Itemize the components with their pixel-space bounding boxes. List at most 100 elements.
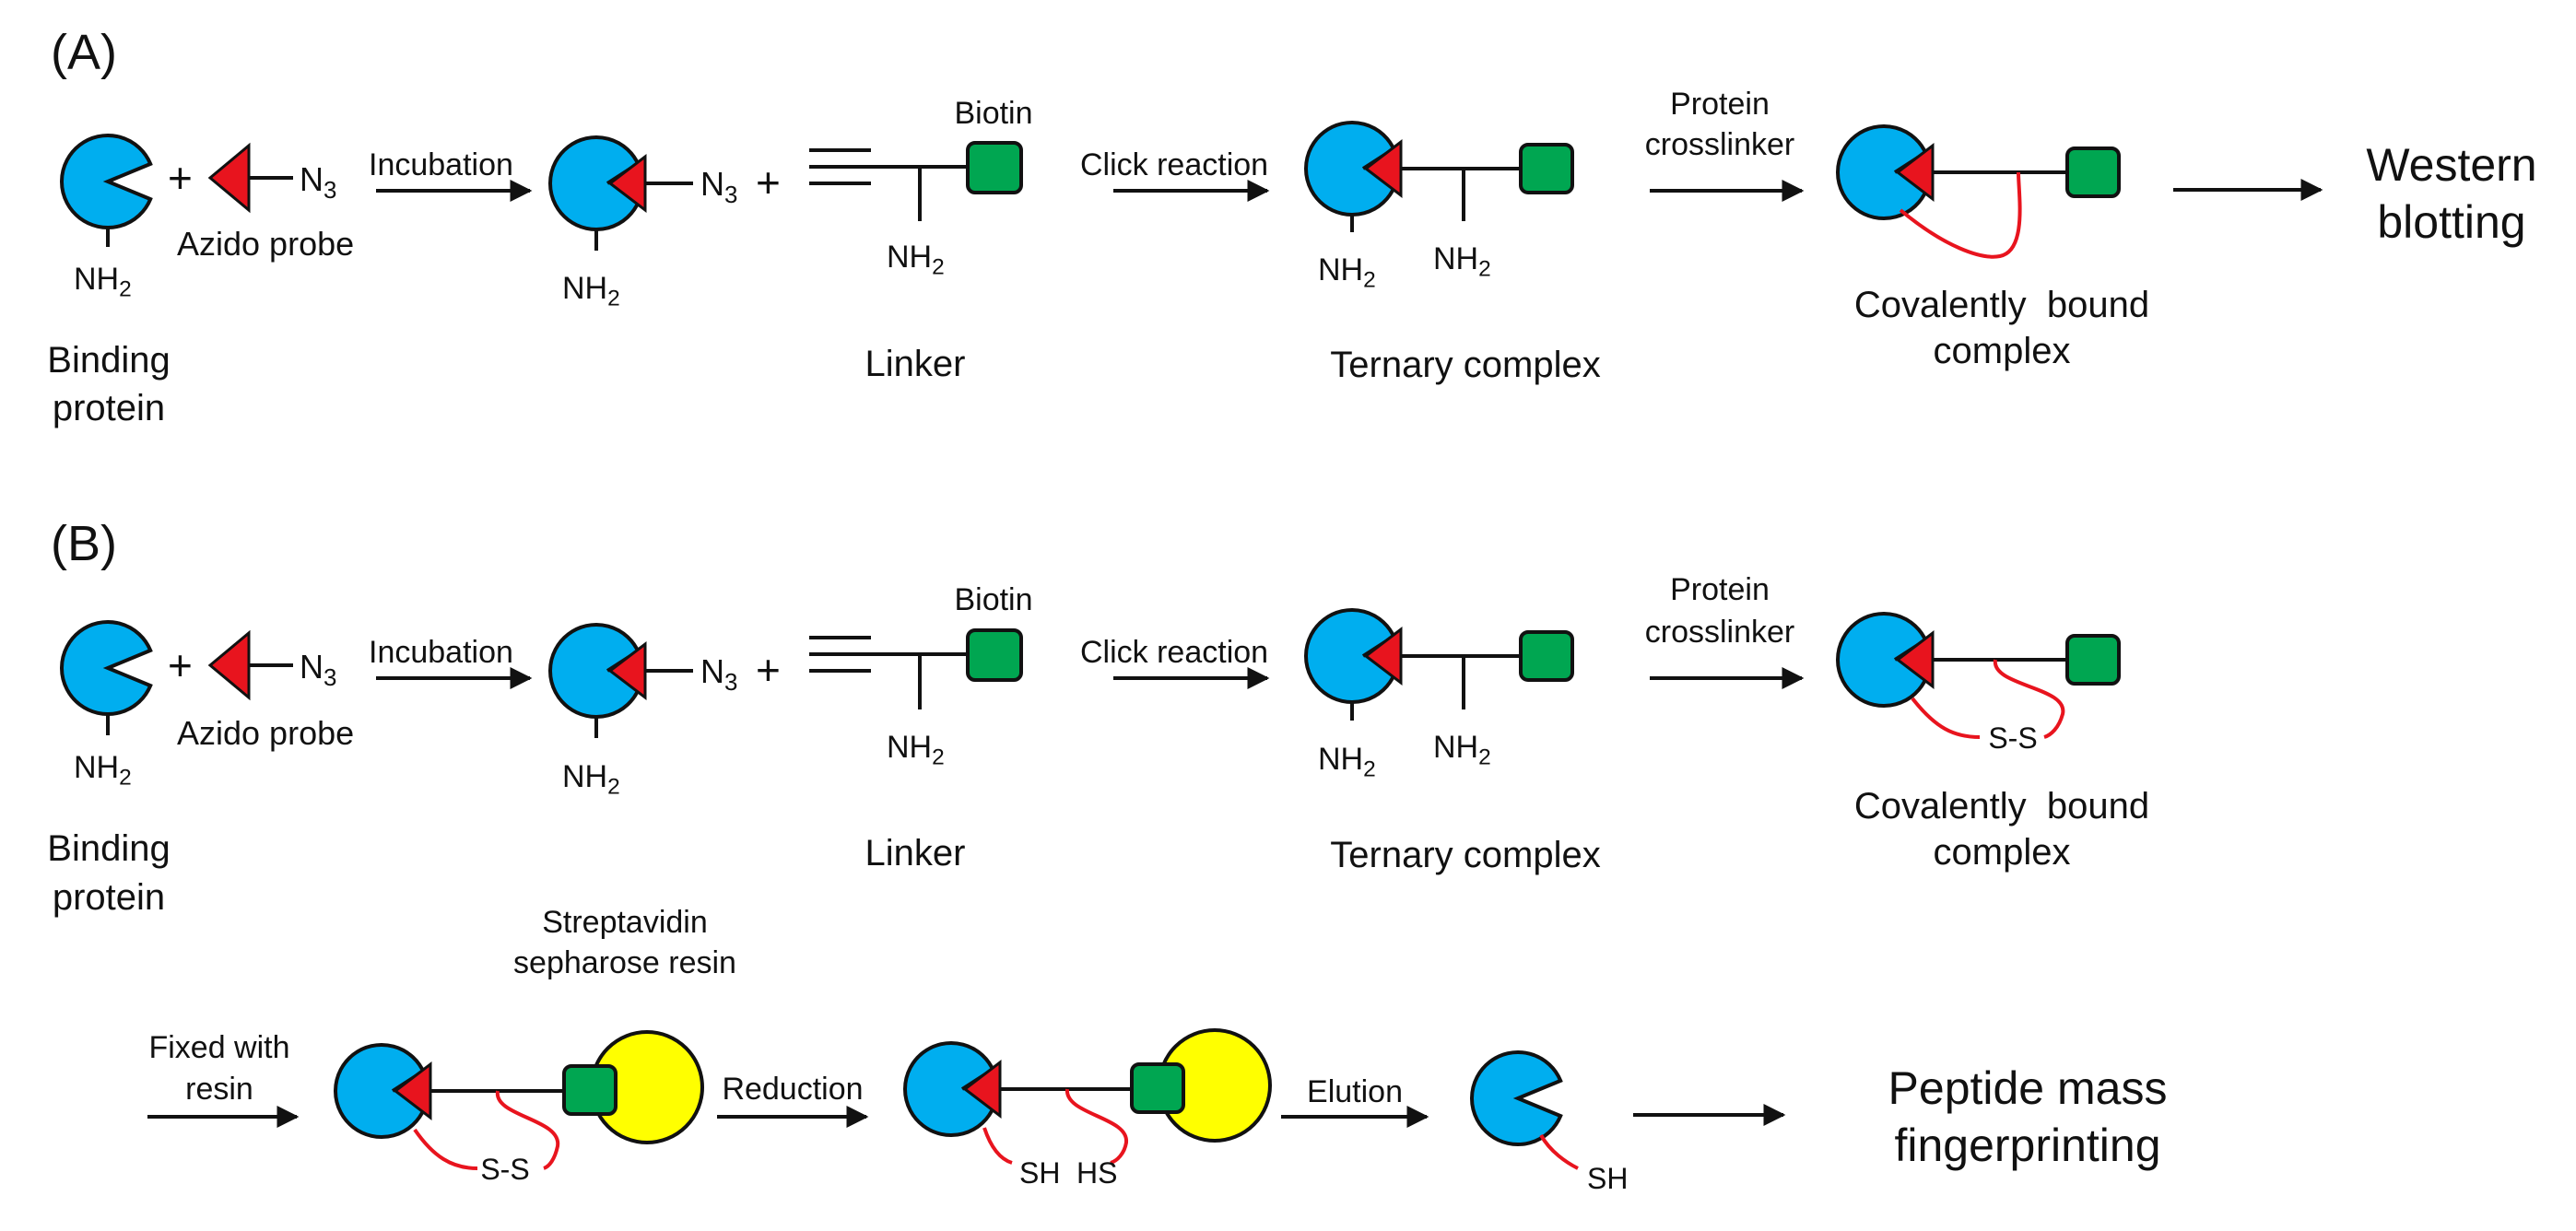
panel-b-purification: Fixed with resin Streptavidin sepharose …: [147, 905, 2167, 1195]
binding-protein-label-line2: protein: [53, 877, 165, 918]
linker: NH2 Biotin Linker: [809, 96, 1033, 384]
azide-label: N3: [300, 160, 336, 204]
binding-protein-shape: [59, 134, 153, 229]
eluted-protein: SH: [1469, 1050, 1628, 1195]
elution-label: Elution: [1307, 1074, 1403, 1109]
crosslink-right-arm: [495, 1090, 560, 1170]
click-reaction-label: Click reaction: [1080, 147, 1268, 182]
reduction-label: Reduction: [722, 1072, 863, 1107]
biotin-square: [1519, 143, 1574, 194]
binding-protein-shape: [59, 620, 153, 716]
disulfide-label: S-S: [1988, 721, 2037, 755]
ternary-complex: NH2 NH2 Ternary complex: [1303, 121, 1601, 385]
binding-protein-label-line1: Binding: [47, 828, 170, 869]
panel-a-label: (A): [51, 25, 117, 80]
probe-triangle: [207, 142, 251, 214]
crosslinker-label-line2: crosslinker: [1645, 127, 1794, 162]
reduced-complex: SH HS: [902, 1028, 1272, 1190]
biotin-square: [1130, 1062, 1185, 1114]
streptavidin-resin-label-line1: Streptavidin: [542, 905, 708, 940]
biotin-square: [966, 628, 1023, 682]
crosslink-left-arm: [413, 1128, 478, 1170]
western-blotting-label-line1: Western: [2366, 139, 2536, 191]
azido-probe: N3 Azido probe: [177, 629, 354, 752]
biotin-square: [1519, 630, 1574, 682]
amine-label: NH2: [74, 262, 132, 301]
resin-bound-complex: Streptavidin sepharose resin S-S: [333, 905, 736, 1186]
plus-sign: +: [756, 646, 781, 694]
amine-label: NH2: [1433, 730, 1491, 769]
thiol-label-sh: SH: [1587, 1162, 1628, 1195]
azido-probe: N3 Azido probe: [177, 142, 354, 263]
thiol-label-sh: SH: [1019, 1156, 1060, 1190]
plus-sign: +: [168, 641, 193, 689]
plus-sign: +: [756, 158, 781, 206]
ternary-complex-label: Ternary complex: [1330, 835, 1600, 875]
incubation-label: Incubation: [369, 147, 513, 182]
biotin-label: Biotin: [954, 96, 1032, 131]
covalent-complex-label-line2: complex: [1934, 331, 2071, 371]
streptavidin-resin-label-line2: sepharose resin: [513, 945, 736, 980]
binding-protein: NH2 Binding protein: [47, 620, 171, 918]
binding-protein-label-line1: Binding: [47, 340, 170, 381]
amine-label: NH2: [562, 759, 620, 799]
amine-label: NH2: [74, 750, 132, 790]
azido-probe-label: Azido probe: [177, 225, 354, 263]
linker-label: Linker: [865, 833, 966, 873]
protein-probe-complex: N3 NH2: [547, 623, 737, 799]
binding-protein: NH2 Binding protein: [47, 134, 171, 428]
amine-label: NH2: [1318, 252, 1376, 292]
biotin-square: [562, 1064, 618, 1116]
pmf-label-line1: Peptide mass: [1888, 1062, 2168, 1114]
thiol-left-arm: [982, 1127, 1013, 1165]
fixed-with-resin-label-line1: Fixed with: [148, 1030, 289, 1065]
amine-label: NH2: [887, 730, 945, 769]
thiol-label-hs: HS: [1076, 1156, 1117, 1190]
ternary-complex-label: Ternary complex: [1330, 345, 1600, 385]
covalent-complex-label-line1: Covalently bound: [1854, 786, 2149, 827]
protein-probe-complex: N3 NH2: [547, 135, 737, 311]
covalently-bound-complex: S-S Covalently bound complex: [1835, 612, 2149, 873]
binding-protein-label-line2: protein: [53, 388, 165, 428]
linker: NH2 Biotin Linker: [809, 582, 1033, 873]
crosslink-left-arm: [1911, 697, 1981, 739]
plus-sign: +: [168, 154, 193, 202]
biotin-square: [966, 141, 1023, 194]
covalent-complex-label-line2: complex: [1934, 832, 2071, 873]
azide-label: N3: [300, 648, 336, 691]
crosslink-bridge: [1899, 171, 2022, 259]
covalent-complex-label-line1: Covalently bound: [1854, 285, 2149, 325]
biotin-label: Biotin: [954, 582, 1032, 617]
amine-label: NH2: [1318, 742, 1376, 781]
azide-label: N3: [700, 165, 737, 208]
linker-label: Linker: [865, 344, 966, 384]
amine-label: NH2: [1433, 241, 1491, 281]
panel-a: (A) NH2 Binding protein + N3 Azido probe…: [47, 25, 2536, 428]
amine-label: NH2: [887, 240, 945, 279]
probe-triangle: [207, 629, 251, 701]
azide-label: N3: [700, 652, 737, 696]
panel-b-label: (B): [51, 516, 117, 571]
click-reaction-label: Click reaction: [1080, 635, 1268, 670]
fixed-with-resin-label-line2: resin: [185, 1072, 253, 1107]
crosslink-right-arm: [1993, 659, 2065, 739]
panel-b: (B) NH2 Binding protein + N3 Azido probe…: [47, 516, 2149, 918]
thiol-arm: [1539, 1133, 1579, 1170]
pmf-label-line2: fingerprinting: [1894, 1120, 2160, 1171]
disulfide-label: S-S: [480, 1153, 529, 1186]
amine-label: NH2: [562, 271, 620, 311]
incubation-label: Incubation: [369, 635, 513, 670]
covalently-bound-complex: Covalently bound complex: [1835, 124, 2149, 371]
ternary-complex: NH2 NH2 Ternary complex: [1303, 608, 1601, 875]
crosslinker-label-line1: Protein: [1670, 572, 1770, 607]
crosslinker-label-line2: crosslinker: [1645, 615, 1794, 650]
western-blotting-label-line2: blotting: [2377, 196, 2525, 248]
biotin-square: [2065, 147, 2121, 198]
biotin-square: [2065, 634, 2121, 686]
crosslinker-label-line1: Protein: [1670, 87, 1770, 122]
thiol-right-arm: [1065, 1088, 1128, 1165]
azido-probe-label: Azido probe: [177, 714, 354, 752]
binding-protein-shape: [1469, 1050, 1563, 1146]
